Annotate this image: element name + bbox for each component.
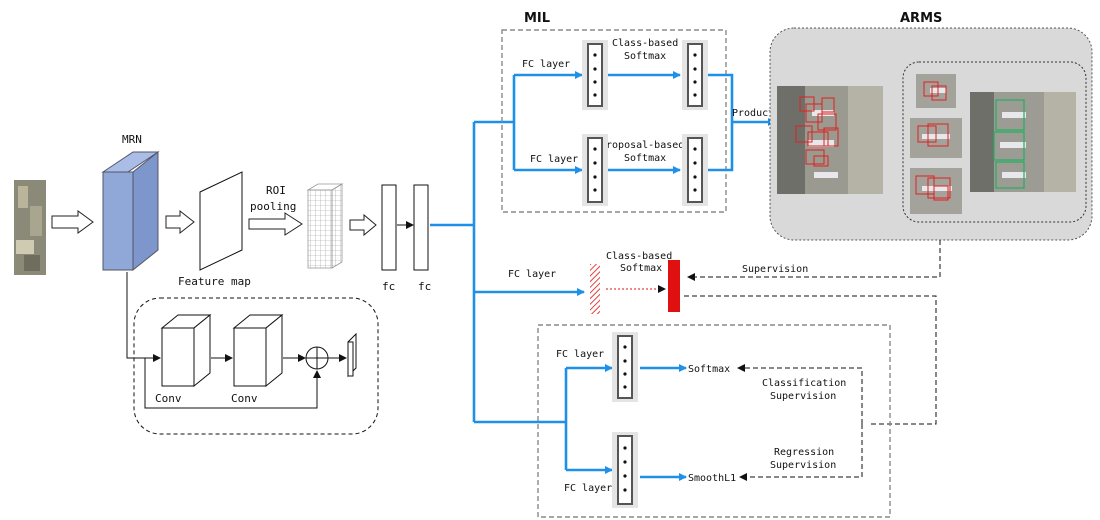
bottom-vector-2 <box>612 432 638 508</box>
roi-label-1: ROI <box>266 184 286 197</box>
arms-title: ARMS <box>900 11 942 26</box>
reg-sup-label-1: Regression <box>774 447 834 458</box>
class-softmax-label-1: Class-based <box>612 38 678 49</box>
mil-vector-2 <box>682 40 708 110</box>
mil-vector-3 <box>582 134 608 206</box>
conv1-label: Conv <box>155 392 182 405</box>
fc-bar-2 <box>414 185 428 270</box>
mid-to-bottom-line <box>684 296 936 424</box>
mil-fc-top-label: FC layer <box>522 59 570 70</box>
hollow-arrow-2 <box>166 211 194 233</box>
smoothl1-label: SmoothL1 <box>688 473 736 484</box>
roi-pooled-cube <box>308 184 342 268</box>
arms-crop-1 <box>916 74 956 108</box>
arms-refined-image <box>970 92 1076 192</box>
arms-crop-2 <box>910 118 962 158</box>
residual-output <box>348 334 356 376</box>
class-softmax-label-2: Softmax <box>624 51 666 62</box>
mrn-block <box>103 152 158 270</box>
mid-class-softmax-label-1: Class-based <box>606 251 672 262</box>
mid-fc-label: FC layer <box>508 269 556 280</box>
proposal-softmax-label-1: Proposal-based <box>600 140 684 151</box>
input-image <box>14 180 46 275</box>
supervision-line <box>688 240 940 277</box>
feature-map <box>200 172 242 270</box>
mrn-to-residual-line <box>127 272 160 358</box>
conv2-label: Conv <box>231 392 258 405</box>
hollow-arrow-3 <box>249 213 302 235</box>
main-flow <box>430 122 584 422</box>
mil-vector-1 <box>582 40 608 110</box>
cls-sup-label-1: Classification <box>762 378 846 389</box>
fc2-label: fc <box>418 280 431 293</box>
fc-bar-1 <box>382 185 396 270</box>
bottom-fc-top-label: FC layer <box>556 349 604 360</box>
mil-vector-4 <box>682 134 708 206</box>
mrn-title: MRN <box>122 133 142 146</box>
mid-hatched-vector <box>590 264 600 314</box>
feature-map-label: Feature map <box>178 275 251 288</box>
hollow-arrow-1 <box>52 211 93 233</box>
softmax-label: Softmax <box>688 364 730 375</box>
mil-title: MIL <box>524 11 550 26</box>
bottom-fc-bottom-label: FC layer <box>564 483 612 494</box>
arms-crop-3 <box>910 168 962 214</box>
arms-main-image <box>777 86 883 194</box>
conv-block-1 <box>162 315 210 386</box>
product-label: Product <box>732 108 774 119</box>
proposal-softmax-label-2: Softmax <box>624 153 666 164</box>
cls-sup-label-2: Supervision <box>770 391 836 402</box>
bottom-vector-1 <box>612 332 638 402</box>
reg-sup-label-2: Supervision <box>770 460 836 471</box>
mil-fc-bottom-label: FC layer <box>530 154 578 165</box>
mid-softmax-output <box>668 260 680 312</box>
roi-label-2: pooling <box>250 200 296 213</box>
mid-class-softmax-label-2: Softmax <box>620 263 662 274</box>
conv-block-2 <box>234 315 282 386</box>
fc1-label: fc <box>382 280 395 293</box>
supervision-label: Supervision <box>742 264 808 275</box>
sum-node <box>306 347 328 369</box>
hollow-arrow-4 <box>350 215 376 235</box>
